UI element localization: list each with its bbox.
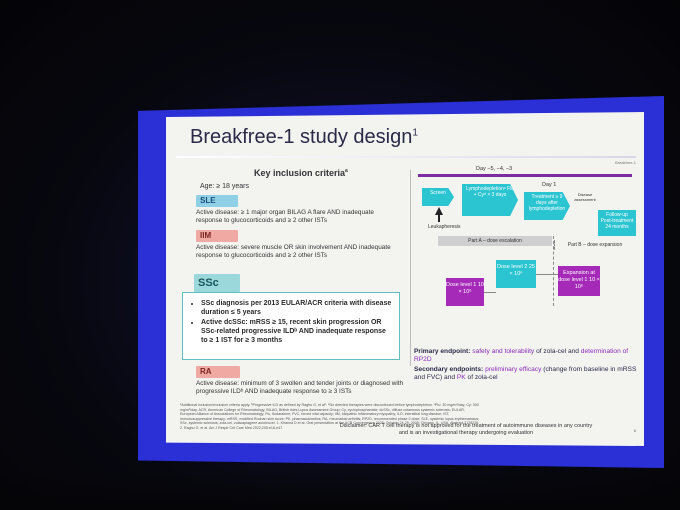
sle-criterion: Active disease: ≥ 1 major organ BILAG A … <box>196 209 374 224</box>
ssc-criteria-box: SSc diagnosis per 2013 EULAR/ACR criteri… <box>182 292 400 360</box>
day1-label: Day 1 <box>542 182 557 188</box>
followup-step: Follow-up Post-treatment 24 months <box>598 210 636 236</box>
ssc-tag: SSc <box>194 274 240 292</box>
ra-criterion: Active disease: minimum of 3 swollen and… <box>196 380 404 395</box>
slide-title: Breakfree-1 study design1 <box>190 126 418 148</box>
treatment-step: Treatment ≥ 9 days after lymphodepletion <box>524 192 570 220</box>
primary-endpoint: Primary endpoint: safety and tolerabilit… <box>414 348 629 363</box>
screen-step: Screen <box>422 188 454 206</box>
part-divider <box>553 236 554 306</box>
disclaimer-line: and is an investigational therapy underg… <box>398 430 534 436</box>
disclaimer: Disclaimer: CAR T cell therapy is not ap… <box>336 423 596 437</box>
timeline-bar <box>418 174 632 177</box>
ssc-bullet: Active dcSSc: mRSS ≥ 15, recent skin pro… <box>201 318 393 345</box>
iim-tag: IIM <box>196 230 238 242</box>
part-a-banner: Part A – dose escalation <box>438 236 552 246</box>
dose-step-line <box>484 292 496 293</box>
leukapheresis-label: Leukapheresis <box>428 224 461 230</box>
sle-tag: SLE <box>196 195 238 207</box>
iim-criterion: Active disease: severe muscle OR skin in… <box>196 244 391 259</box>
day-range-label: Day −5, −4, −3 <box>476 166 513 172</box>
lymphodepletion-step: Lymphodepletionᶜ Flu + Cyᵈ × 3 days <box>462 184 518 216</box>
ssc-bullet: SSc diagnosis per 2013 EULAR/ACR criteri… <box>201 299 393 317</box>
title-underline <box>176 156 636 158</box>
bottom-shadow <box>0 470 680 510</box>
ra-tag: RA <box>196 366 240 378</box>
disclaimer-line: Disclaimer: CAR T cell therapy is not ap… <box>339 423 593 429</box>
part-b-banner: Part B – dose expansion <box>554 240 635 250</box>
criteria-heading: Key inclusion criteriaa <box>254 168 348 178</box>
column-divider <box>410 170 411 366</box>
page-number: 6 <box>633 428 636 433</box>
secondary-endpoints: Secondary endpoints: preliminary efficac… <box>414 366 637 381</box>
age-criterion: Age: ≥ 18 years <box>200 183 249 190</box>
dose-level-1-box: Dose level 1 10 × 10⁶ <box>446 278 484 306</box>
dose-step-line <box>536 274 558 275</box>
arrow-up-icon <box>435 207 443 215</box>
presentation-slide: Breakfree-1 study design1 Breakfree-1 Ke… <box>166 112 644 446</box>
dose-level-2-box: Dose level 2 25 × 10⁶ <box>496 260 536 288</box>
disease-assessment-label: Disease assessment <box>574 192 596 202</box>
arrow-stem <box>438 214 440 222</box>
dose-expansion-box: Expansion at dose level 1 10 × 10⁶ <box>558 266 600 296</box>
footnotes: ᵃAdditional inclusion/exclusion criteria… <box>180 403 480 430</box>
corner-label: Breakfree-1 <box>615 160 636 165</box>
